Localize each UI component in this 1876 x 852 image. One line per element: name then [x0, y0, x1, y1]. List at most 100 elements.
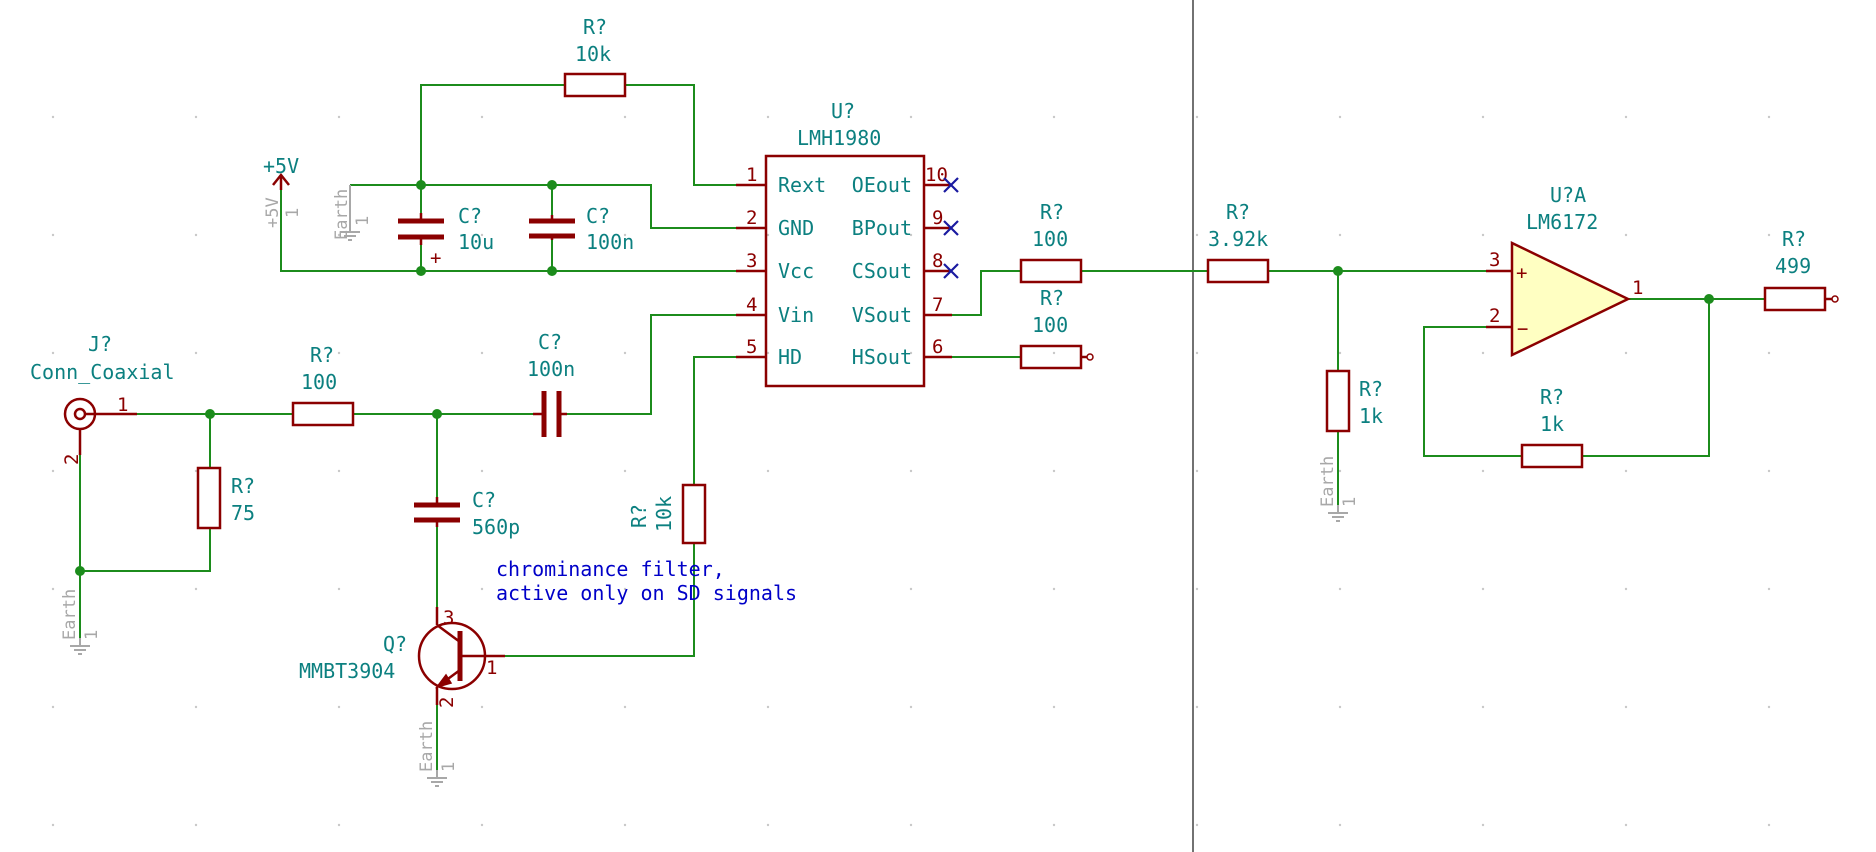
- j1-pin2: 2: [61, 454, 83, 465]
- rvs-value: 100: [1032, 227, 1068, 251]
- rterm-ref: R?: [231, 474, 255, 498]
- labels: R? 10k U? LMH1980 C? 10u C? 100n J? Conn…: [30, 15, 1811, 708]
- grid-dot: [766, 115, 770, 119]
- u1-value: LMH1980: [797, 126, 881, 150]
- output-terminal: [1831, 295, 1839, 303]
- capacitor-100n-decoupling[interactable]: [529, 215, 575, 240]
- u2-ref: U?A: [1550, 183, 1586, 207]
- grid-dot: [194, 351, 198, 355]
- grid-dot: [1767, 351, 1771, 355]
- grid-dot: [337, 351, 341, 355]
- coax-connector[interactable]: [63, 397, 137, 455]
- rterm-value: 75: [231, 501, 255, 525]
- q1-value: MMBT3904: [299, 659, 395, 683]
- grid-dot: [337, 115, 341, 119]
- q1-pin-c: 3: [443, 607, 454, 629]
- grid-dot: [480, 705, 484, 709]
- u1-pin-name: HSout: [852, 345, 912, 369]
- grid-dot: [909, 115, 913, 119]
- grid-dot: [337, 705, 341, 709]
- u1-pin-name: HD: [778, 345, 802, 369]
- resistor-vsout[interactable]: [1019, 258, 1083, 284]
- grid-dot: [1624, 587, 1628, 591]
- grid-dot: [1767, 233, 1771, 237]
- capacitor-560p[interactable]: [414, 497, 460, 527]
- c10u-value: 10u: [458, 230, 494, 254]
- c10u-polarity: +: [430, 247, 441, 269]
- j1-value: Conn_Coaxial: [30, 360, 175, 384]
- power-5v-ghost-pin: 1: [283, 208, 303, 218]
- r1kgnd-value: 1k: [1359, 404, 1383, 428]
- u1-pin-number: 6: [932, 336, 943, 358]
- grid-dot: [623, 587, 627, 591]
- u1-pin-name: GND: [778, 216, 814, 240]
- u1-pin-number: 3: [746, 250, 757, 272]
- grid-dot: [623, 115, 627, 119]
- grid-dot: [909, 587, 913, 591]
- grid-dot: [1624, 351, 1628, 355]
- grid-dot: [480, 115, 484, 119]
- grid-dot: [1338, 115, 1342, 119]
- resistor-hsout[interactable]: [1019, 344, 1083, 370]
- junctions: [75, 180, 1714, 576]
- u1-pin-number: 7: [932, 294, 943, 316]
- resistor-feedback[interactable]: [1520, 443, 1584, 469]
- c560p-value: 560p: [472, 515, 520, 539]
- opamp-lm6172[interactable]: [1486, 241, 1631, 357]
- ground-label: Earth: [332, 189, 352, 240]
- grid-dot: [1767, 115, 1771, 119]
- grid-dot: [51, 469, 55, 473]
- grid-dot: [1338, 705, 1342, 709]
- grid-dot: [909, 469, 913, 473]
- c100n-a-ref: C?: [586, 204, 610, 228]
- resistor-392k[interactable]: [1206, 258, 1270, 284]
- grid-dot: [766, 823, 770, 827]
- grid-dot: [1338, 233, 1342, 237]
- grid-dot: [194, 705, 198, 709]
- power-5v-ghost: +5V: [263, 197, 283, 228]
- grid-dot: [623, 469, 627, 473]
- grid-dot: [1338, 587, 1342, 591]
- resistor-input[interactable]: [291, 401, 355, 427]
- grid-dot: [51, 115, 55, 119]
- u1-pin-number: 1: [746, 164, 757, 186]
- rfb-value: 1k: [1540, 412, 1564, 436]
- u1-pin-number: 9: [932, 207, 943, 229]
- grid-dot: [337, 233, 341, 237]
- power-5v-label: +5V: [263, 154, 299, 178]
- note-line2: active only on SD signals: [496, 581, 797, 605]
- capacitor-100n-coupling[interactable]: [533, 391, 567, 437]
- resistor-base[interactable]: [681, 483, 707, 545]
- grid-dot: [623, 823, 627, 827]
- grid-dot: [1624, 115, 1628, 119]
- u1-pin-number: 2: [746, 207, 757, 229]
- grid-dot: [1052, 705, 1056, 709]
- grid-dot: [1624, 469, 1628, 473]
- u1-pin-name: BPout: [852, 216, 912, 240]
- q1-pin-e: 2: [436, 697, 458, 708]
- grid-dot: [1052, 587, 1056, 591]
- u1-pin-number: 10: [925, 164, 948, 186]
- u1-pin-name: Rext: [778, 173, 826, 197]
- q1-pin-b: 1: [486, 657, 497, 679]
- resistor-output[interactable]: [1763, 286, 1827, 312]
- rvs-ref: R?: [1040, 200, 1064, 224]
- u1-pin-name: Vcc: [778, 259, 814, 283]
- resistor-rext[interactable]: [563, 72, 627, 98]
- rext-ref: R?: [583, 15, 607, 39]
- transistor-mmbt3904[interactable]: [417, 607, 505, 705]
- grid-dot: [337, 469, 341, 473]
- grid-dot: [337, 823, 341, 827]
- power-5v[interactable]: [272, 172, 290, 190]
- resistor-termination[interactable]: [196, 466, 222, 530]
- capacitor-10u[interactable]: +: [398, 213, 444, 269]
- grid-dot: [194, 823, 198, 827]
- resistor-1k-gnd[interactable]: [1325, 369, 1351, 433]
- r392-value: 3.92k: [1208, 227, 1268, 251]
